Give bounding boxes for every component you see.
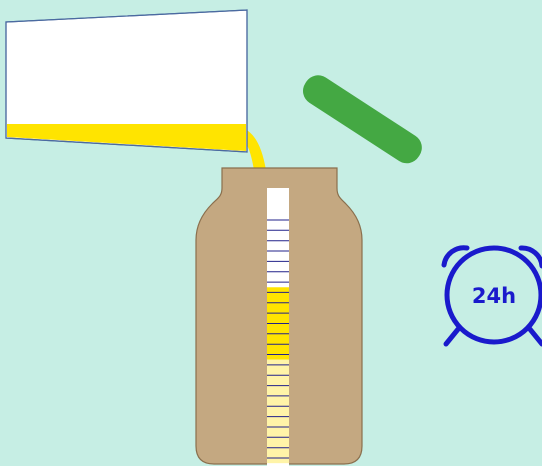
measuring-jug	[6, 10, 247, 152]
jar	[196, 168, 362, 466]
timer-label: 24h	[472, 284, 516, 308]
